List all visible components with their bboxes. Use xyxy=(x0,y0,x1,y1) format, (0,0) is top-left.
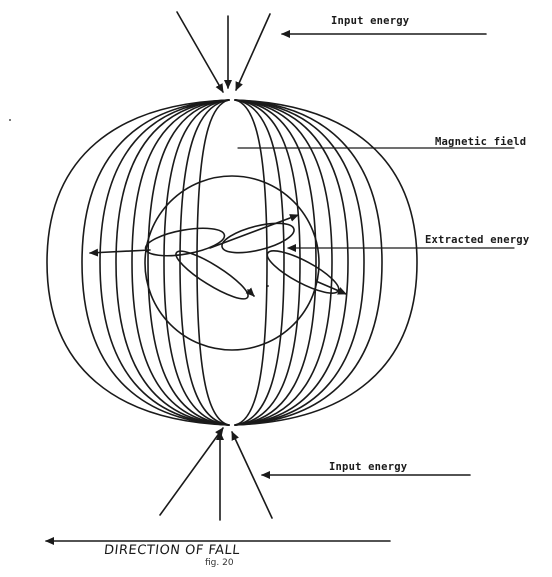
top-input-arrow-left xyxy=(176,11,224,93)
field-loop-left-5 xyxy=(131,99,230,426)
field-loop-left-6 xyxy=(115,99,230,426)
stray-mark xyxy=(9,119,11,121)
extracted-arrow-center xyxy=(245,287,255,297)
figure-caption: fig. 20 xyxy=(205,558,234,568)
field-loop-left-7 xyxy=(99,99,230,426)
field-loop-left-9 xyxy=(46,99,230,426)
extracted-arrow-upper-right xyxy=(209,214,299,249)
direction-of-fall-label: DIRECTION OF FALL xyxy=(103,543,241,558)
stray-mark xyxy=(267,285,269,287)
top-input-arrow-right xyxy=(235,13,271,91)
field-loop-right-9 xyxy=(234,99,418,426)
extracted-arrow-lower-right xyxy=(317,281,347,295)
field-loop-right-8 xyxy=(234,99,383,426)
energy-ellipse-2 xyxy=(221,222,295,254)
input-energy-bottom-label: Input energy xyxy=(329,461,408,473)
field-loop-right-5 xyxy=(234,99,333,426)
input-energy-top-label: Input energy xyxy=(331,15,410,27)
magnetic-field-label: Magnetic field xyxy=(435,136,527,148)
field-loop-right-7 xyxy=(234,99,365,426)
field-loop-right-6 xyxy=(234,99,349,426)
field-loop-left-4 xyxy=(147,99,230,426)
field-loop-left-8 xyxy=(81,99,230,426)
energy-ellipse-1 xyxy=(144,227,226,257)
field-loop-right-4 xyxy=(234,99,317,426)
field-lines-group xyxy=(46,99,418,426)
field-loop-right-3 xyxy=(234,99,301,426)
extracted-energy-label: Extracted energy xyxy=(425,234,530,246)
extracted-arrow-left xyxy=(89,248,151,257)
field-loop-left-1 xyxy=(196,99,230,426)
field-loop-right-1 xyxy=(234,99,268,426)
central-sphere xyxy=(144,175,320,351)
bottom-input-arrow-right xyxy=(231,431,273,519)
field-loop-left-2 xyxy=(179,99,230,426)
energy-ellipse-3 xyxy=(175,250,249,300)
bottom-input-arrow-left xyxy=(159,427,224,516)
field-loop-left-3 xyxy=(163,99,230,426)
field-loop-right-2 xyxy=(234,99,285,426)
